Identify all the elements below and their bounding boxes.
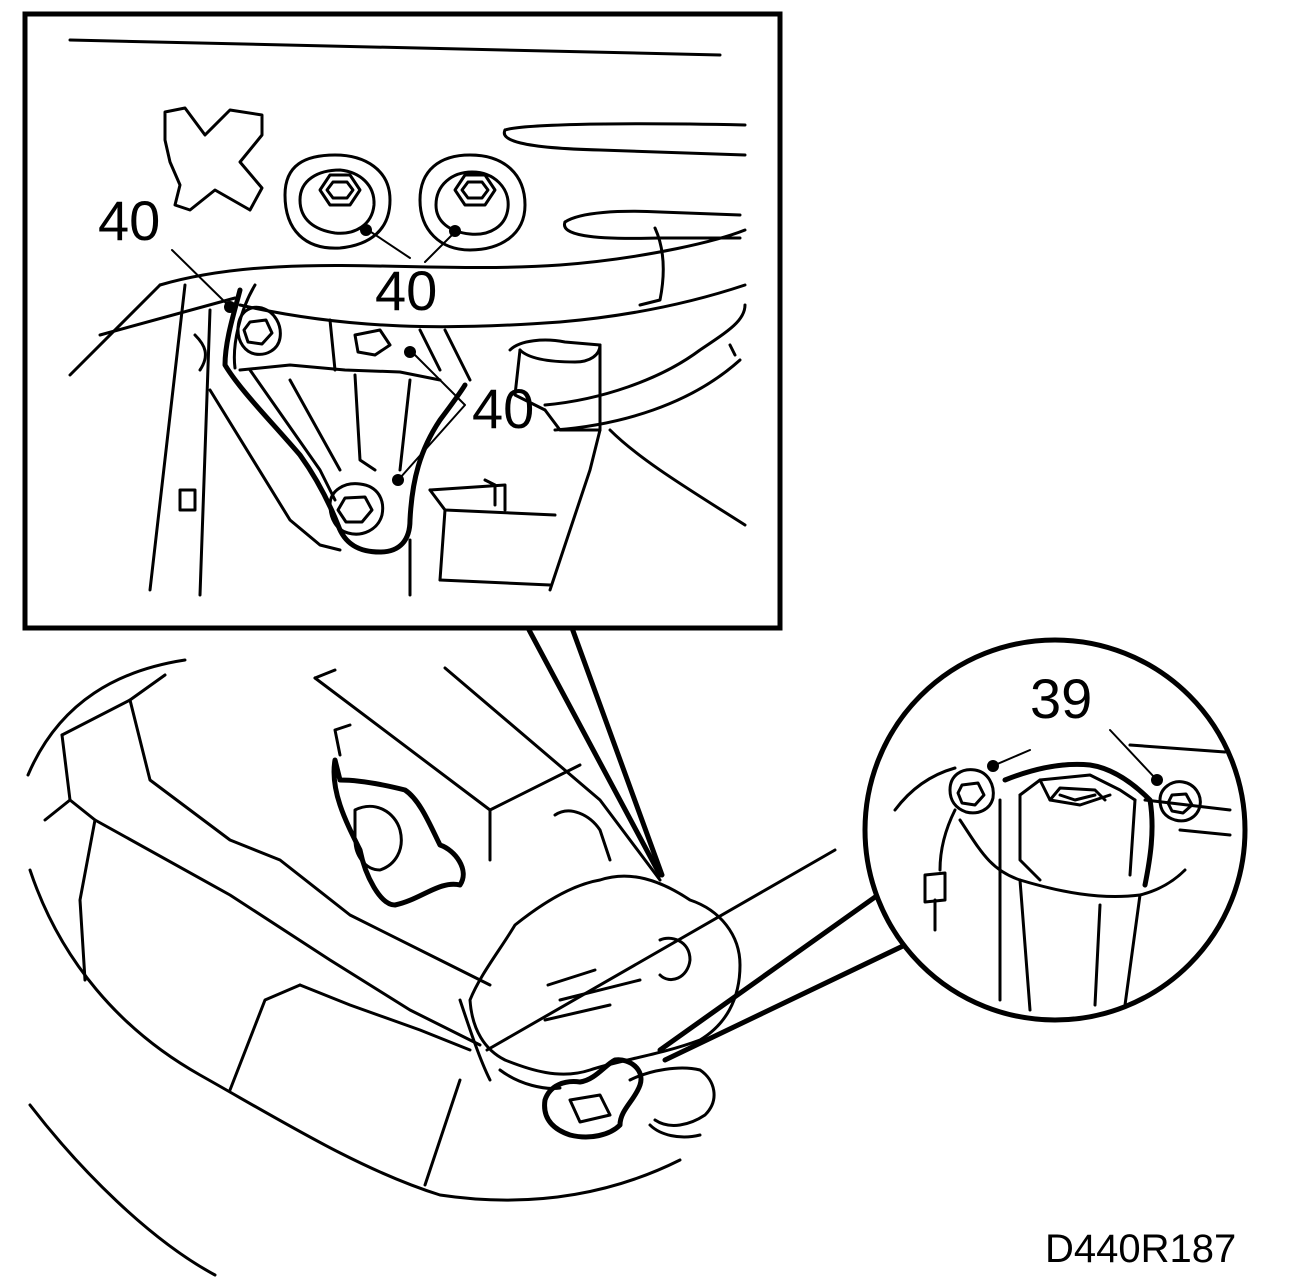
callout-39: 39 xyxy=(1030,667,1092,730)
figure-code: D440R187 xyxy=(1045,1227,1236,1271)
callout-40-right: 40 xyxy=(472,377,534,440)
callout-40-top-center: 40 xyxy=(375,259,437,322)
callout-40-top-left: 40 xyxy=(98,189,160,252)
top-inset-detail xyxy=(22,11,783,631)
overview-drawing xyxy=(26,625,908,1277)
engine-bracket xyxy=(222,283,472,555)
mount-bolt-left xyxy=(283,153,392,250)
circle-detail xyxy=(862,637,1248,1023)
detail-circle-frame xyxy=(862,637,1248,1023)
